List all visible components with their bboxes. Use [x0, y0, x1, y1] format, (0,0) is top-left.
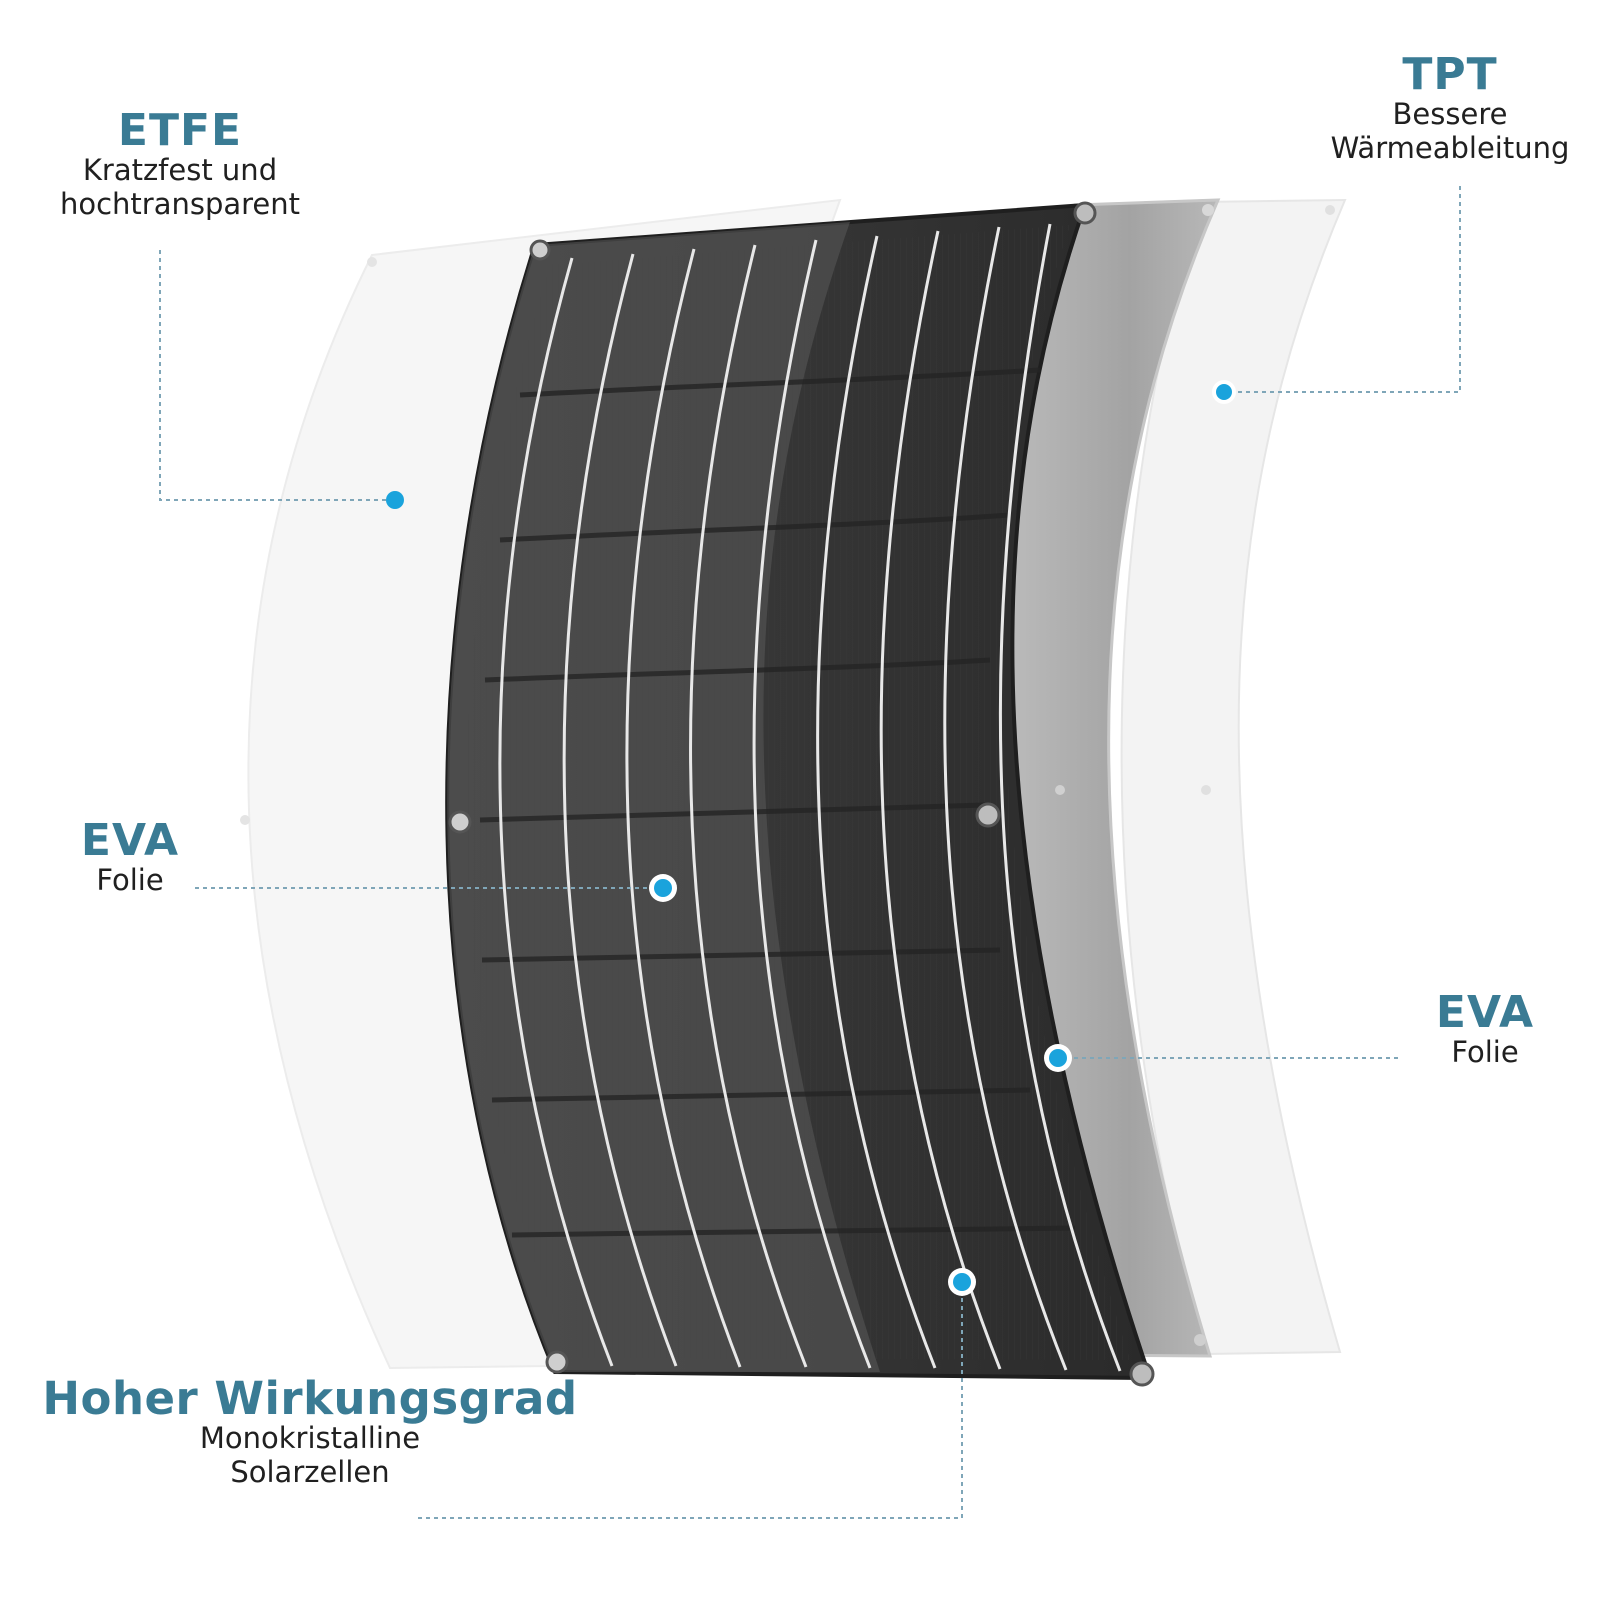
- etfe-title: ETFE: [117, 105, 243, 156]
- eva-right-desc: Folie: [1451, 1035, 1519, 1070]
- etfe-desc-line-1: Kratzfest und: [82, 153, 278, 188]
- callout-dot-eva-right: [1049, 1049, 1067, 1067]
- tpt-hole: [1202, 204, 1214, 216]
- efficiency-label: Hoher Wirkungsgrad Monokristalline Solar…: [40, 1375, 580, 1489]
- etfe-hole: [367, 257, 377, 267]
- tpt-hole: [1194, 1334, 1206, 1346]
- eva-left-title: EVA: [80, 815, 180, 866]
- callout-dots: [386, 380, 1236, 1296]
- callout-dot-etfe: [386, 491, 404, 509]
- eva-right-title: EVA: [1435, 987, 1535, 1038]
- cell-texture: [465, 225, 1130, 1360]
- tpt-title: TPT: [1402, 49, 1498, 100]
- busbars: [498, 223, 1122, 1372]
- tpt-label: TPT Bessere Wärmeableitung: [1300, 49, 1600, 165]
- eva-right-label: EVA Folie: [1400, 987, 1570, 1070]
- leader-lines: [159, 186, 1461, 1519]
- tpt-hole: [1055, 785, 1065, 795]
- efficiency-desc-line-1: Monokristalline: [199, 1421, 421, 1456]
- etfe-label: ETFE Kratzfest und hochtransparent: [30, 105, 330, 221]
- callout-dot-eva-left: [654, 879, 672, 897]
- leader-line-etfe: [159, 250, 395, 501]
- tpt-desc-line-2: Wärmeableitung: [1330, 130, 1570, 165]
- rear-film-hole: [1201, 785, 1211, 795]
- tpt-desc-line-1: Bessere: [1392, 97, 1508, 132]
- leader-line-cells: [418, 1282, 963, 1519]
- callout-dot-cells: [953, 1273, 971, 1291]
- efficiency-title: Hoher Wirkungsgrad: [42, 1372, 578, 1425]
- mounting-grommets: [448, 201, 1155, 1387]
- efficiency-desc-line-2: Solarzellen: [230, 1454, 390, 1489]
- etfe-desc-line-2: hochtransparent: [59, 186, 301, 221]
- callout-dot-tpt: [1216, 384, 1232, 400]
- rear-film-layer: [1120, 198, 1347, 1356]
- etfe-hole: [240, 815, 250, 825]
- leader-line-tpt: [1224, 186, 1461, 393]
- rear-film-hole: [1325, 205, 1335, 215]
- eva-left-desc: Folie: [96, 863, 164, 898]
- eva-left-label: EVA Folie: [40, 815, 220, 898]
